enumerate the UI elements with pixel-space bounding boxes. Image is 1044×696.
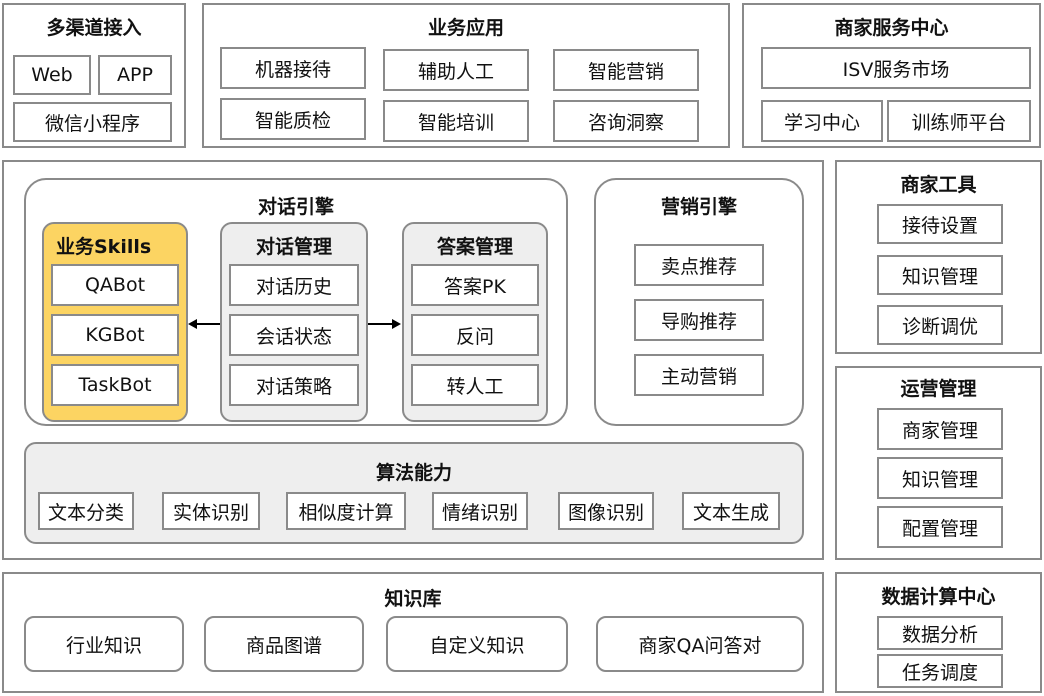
app-item: 智能营销 — [553, 49, 699, 91]
app-item: 机器接待 — [220, 47, 366, 89]
merchant-tools-title: 商家工具 — [900, 174, 977, 196]
knowledge-item: 商品图谱 — [204, 616, 364, 672]
data-center-item: 数据分析 — [877, 616, 1003, 650]
dialog-engine-title: 对话引擎 — [257, 196, 334, 218]
merchant-tool-item: 诊断调优 — [877, 305, 1003, 345]
arrowhead-left — [188, 319, 197, 329]
skills-group: 业务Skills QABot KGBot TaskBot — [42, 222, 188, 422]
operations-item: 知识管理 — [877, 457, 1003, 499]
algorithm-item: 情绪识别 — [432, 492, 528, 530]
business-apps-panel: 业务应用 机器接待 辅助人工 智能营销 智能质检 智能培训 咨询洞察 — [202, 3, 730, 148]
operations-item: 商家管理 — [877, 408, 1003, 450]
knowledge-item: 自定义知识 — [386, 616, 568, 672]
channel-app: APP — [98, 55, 172, 95]
algorithm-item: 图像识别 — [558, 492, 654, 530]
answer-mgmt-title: 答案管理 — [436, 236, 513, 258]
business-apps-title: 业务应用 — [427, 17, 504, 39]
answer-mgmt-item: 转人工 — [411, 364, 539, 406]
dialog-mgmt-item: 对话历史 — [229, 264, 359, 306]
trainer-platform: 训练师平台 — [887, 100, 1031, 142]
algorithm-item: 文本分类 — [38, 492, 134, 530]
knowledge-item: 行业知识 — [24, 616, 184, 672]
algorithm-panel: 算法能力 文本分类 实体识别 相似度计算 情绪识别 图像识别 文本生成 — [24, 442, 804, 544]
skill-item: QABot — [51, 264, 179, 306]
knowledge-base-title: 知识库 — [384, 588, 442, 610]
data-center-panel: 数据计算中心 数据分析 任务调度 — [835, 572, 1042, 693]
skill-item: KGBot — [51, 314, 179, 356]
merchant-service-title: 商家服务中心 — [834, 17, 949, 39]
knowledge-base-panel: 知识库 行业知识 商品图谱 自定义知识 商家QA问答对 — [2, 572, 824, 693]
app-item: 智能培训 — [383, 100, 529, 142]
merchant-tool-item: 接待设置 — [877, 204, 1003, 244]
answer-mgmt-item: 答案PK — [411, 264, 539, 306]
answer-mgmt-group: 答案管理 答案PK 反问 转人工 — [402, 222, 548, 422]
channels-panel: 多渠道接入 Web APP 微信小程序 — [2, 3, 186, 148]
marketing-item: 主动营销 — [634, 354, 764, 396]
knowledge-item: 商家QA问答对 — [596, 616, 804, 672]
learning-center: 学习中心 — [761, 100, 883, 142]
flow-arrows — [188, 319, 401, 329]
data-center-title: 数据计算中心 — [881, 586, 996, 608]
answer-mgmt-item: 反问 — [411, 314, 539, 356]
app-item: 咨询洞察 — [553, 100, 699, 142]
marketing-item: 导购推荐 — [634, 299, 764, 341]
marketing-engine-panel: 营销引擎 卖点推荐 导购推荐 主动营销 — [594, 178, 804, 426]
core-panel: 对话引擎 业务Skills QABot KGBot TaskBot 对话管理 对… — [2, 160, 824, 560]
arrowhead-right — [392, 319, 401, 329]
dialog-mgmt-item: 会话状态 — [229, 314, 359, 356]
marketing-engine-title: 营销引擎 — [660, 196, 737, 218]
dialog-mgmt-group: 对话管理 对话历史 会话状态 对话策略 — [220, 222, 368, 422]
channels-title: 多渠道接入 — [46, 17, 142, 39]
skill-item: TaskBot — [51, 364, 179, 406]
marketing-item: 卖点推荐 — [634, 244, 764, 286]
app-item: 辅助人工 — [383, 49, 529, 91]
algorithm-item: 实体识别 — [162, 492, 260, 530]
dialog-engine-panel: 对话引擎 业务Skills QABot KGBot TaskBot 对话管理 对… — [24, 178, 568, 426]
channel-miniprogram: 微信小程序 — [13, 102, 172, 142]
dialog-mgmt-title: 对话管理 — [255, 236, 332, 258]
merchant-tools-panel: 商家工具 接待设置 知识管理 诊断调优 — [835, 160, 1042, 354]
algorithm-title: 算法能力 — [375, 462, 452, 484]
app-item: 智能质检 — [220, 98, 366, 140]
isv-market: ISV服务市场 — [761, 47, 1031, 89]
algorithm-item: 文本生成 — [682, 492, 780, 530]
channel-web: Web — [13, 55, 91, 95]
data-center-item: 任务调度 — [877, 654, 1003, 688]
merchant-service-panel: 商家服务中心 ISV服务市场 学习中心 训练师平台 — [742, 3, 1041, 148]
operations-title: 运营管理 — [900, 378, 977, 400]
dialog-mgmt-item: 对话策略 — [229, 364, 359, 406]
operations-item: 配置管理 — [877, 506, 1003, 548]
skills-title: 业务Skills — [56, 236, 152, 258]
algorithm-item: 相似度计算 — [286, 492, 406, 530]
operations-panel: 运营管理 商家管理 知识管理 配置管理 — [835, 366, 1042, 560]
merchant-tool-item: 知识管理 — [877, 255, 1003, 295]
